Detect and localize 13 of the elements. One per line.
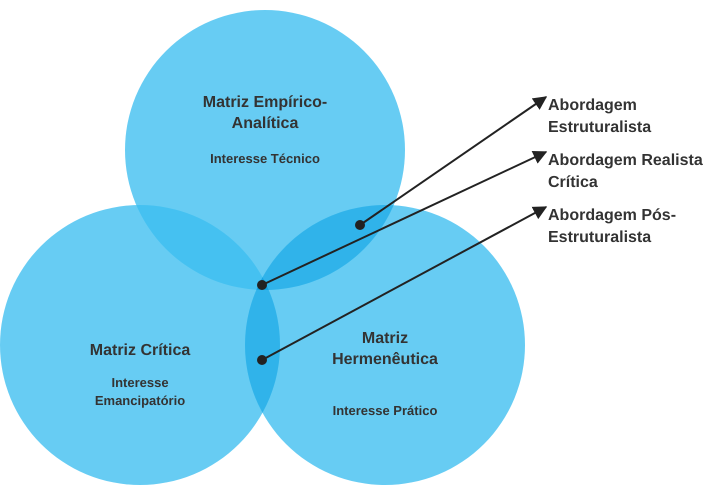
circle-heading: Matriz Hermenêutica bbox=[331, 329, 439, 370]
leader-arrow bbox=[257, 151, 548, 290]
circle-subtitle: Interesse Prático bbox=[332, 402, 438, 420]
circle-heading: Matriz Crítica bbox=[88, 341, 192, 361]
circle-subtitle: Interesse Técnico bbox=[209, 150, 321, 168]
approach-label: Abordagem Estruturalista bbox=[548, 95, 716, 139]
approach-label: Abordagem Pós-Estruturalista bbox=[548, 205, 716, 249]
circle-heading: Matriz Empírico-Analítica bbox=[202, 93, 328, 134]
leader-arrow bbox=[355, 96, 548, 230]
approach-label: Abordagem Realista Crítica bbox=[548, 150, 716, 194]
circle-subtitle: Interesse Emancipatório bbox=[94, 374, 186, 410]
overlap-region bbox=[245, 277, 280, 413]
leader-arrow bbox=[257, 206, 548, 365]
